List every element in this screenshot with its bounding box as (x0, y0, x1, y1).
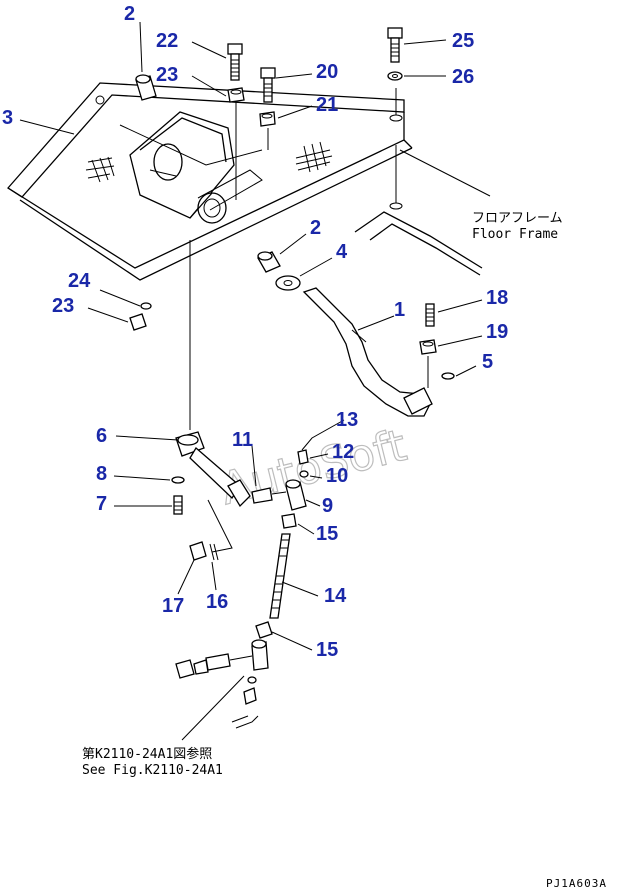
floor-frame-en-label: Floor Frame (472, 227, 558, 242)
linkage-rod (175, 449, 309, 729)
callout-20: 20 (316, 61, 338, 83)
callout-19: 19 (486, 321, 508, 343)
callout-4: 4 (336, 241, 348, 263)
callout-16: 16 (206, 591, 228, 613)
lever-assembly (171, 240, 287, 561)
pedal-bracket (119, 111, 263, 224)
callout-9: 9 (322, 495, 333, 517)
callout-2: 2 (310, 217, 321, 239)
callout-10: 10 (326, 465, 348, 487)
callout-7: 7 (96, 493, 107, 515)
callout-1: 1 (394, 299, 405, 321)
reference-note: 第K2110-24A1図参照 See Fig.K2110-24A1 (82, 746, 223, 778)
floor-plate (7, 82, 413, 281)
callout-5: 5 (482, 351, 493, 373)
callout-3: 3 (2, 107, 13, 129)
callout-24: 24 (68, 270, 91, 292)
callout-12: 12 (332, 441, 354, 463)
callout-18: 18 (486, 287, 508, 309)
leader-lines (19, 21, 483, 741)
pedal (302, 287, 455, 417)
callout-8: 8 (96, 463, 107, 485)
callout-15: 15 (316, 523, 338, 545)
callout-11: 11 (232, 429, 253, 451)
reference-en: See Fig.K2110-24A1 (82, 763, 223, 778)
callout-23: 23 (156, 64, 178, 86)
callout-6: 6 (96, 425, 107, 447)
reference-jp: 第K2110-24A1図参照 (82, 746, 212, 762)
callout-2: 2 (124, 3, 135, 25)
floor-frame: フロアフレーム Floor Frame (354, 149, 563, 276)
callout-25: 25 (452, 30, 474, 52)
callout-13: 13 (336, 409, 358, 431)
callout-17: 17 (162, 595, 184, 617)
mesh-pattern (85, 141, 333, 183)
callouts: 2 22 23 20 21 25 26 3 2 4 24 23 1 18 19 … (2, 3, 508, 661)
hardware-top (129, 27, 403, 331)
callout-14: 14 (324, 585, 347, 607)
callout-21: 21 (316, 94, 338, 116)
callout-22: 22 (156, 30, 178, 52)
drawing-code: PJ1A603A (546, 877, 607, 890)
floor-frame-jp-label: フロアフレーム (472, 211, 563, 226)
callout-23: 23 (52, 295, 74, 317)
callout-26: 26 (452, 66, 474, 88)
callout-15: 15 (316, 639, 338, 661)
